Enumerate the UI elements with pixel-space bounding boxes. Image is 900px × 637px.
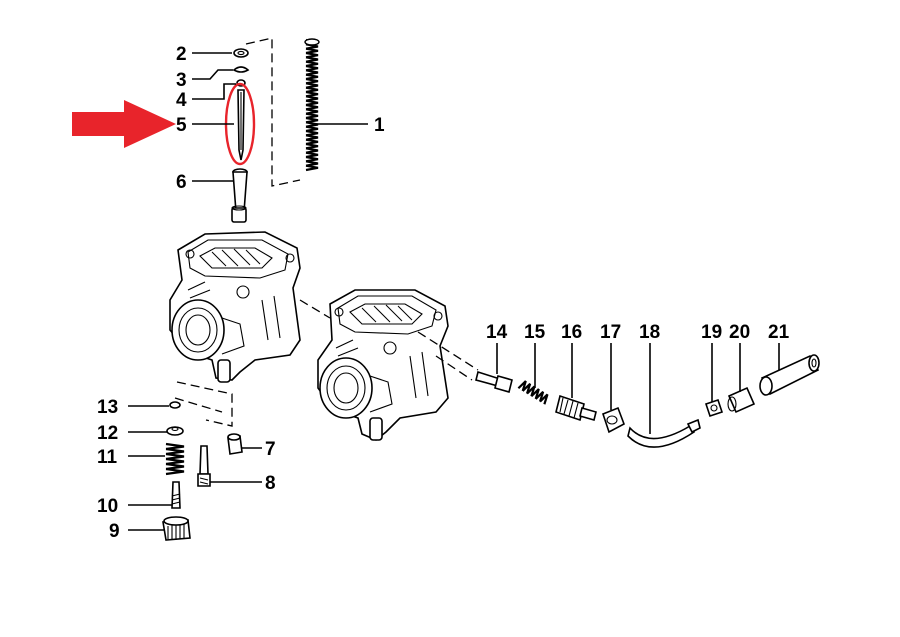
choke-assembly <box>475 354 820 448</box>
callout-14: 14 <box>486 322 508 343</box>
throttle-spring <box>304 38 320 172</box>
callout-6: 6 <box>176 172 187 193</box>
callout-8: 8 <box>265 473 276 494</box>
callout-11: 11 <box>97 447 118 468</box>
callout-18: 18 <box>639 322 660 343</box>
callout-21: 21 <box>768 322 790 343</box>
red-pointer-arrow <box>72 100 176 148</box>
carburetor-body-left <box>169 231 301 383</box>
callout-5: 5 <box>176 115 187 136</box>
callout-19: 19 <box>701 322 722 343</box>
callout-3: 3 <box>176 70 187 91</box>
pilot-screw-assembly <box>162 401 243 541</box>
callout-4: 4 <box>176 90 187 111</box>
leader-lines <box>128 52 780 531</box>
callout-16: 16 <box>561 322 582 343</box>
callout-10: 10 <box>97 496 118 517</box>
needle-assembly <box>231 48 250 223</box>
callout-2: 2 <box>176 44 187 65</box>
callout-7: 7 <box>265 439 276 460</box>
callout-1: 1 <box>374 115 385 136</box>
carburetor-body-right <box>317 289 449 441</box>
callout-17: 17 <box>600 322 621 343</box>
callout-13: 13 <box>97 397 118 418</box>
callout-20: 20 <box>729 322 750 343</box>
callout-15: 15 <box>524 322 546 343</box>
callout-9: 9 <box>109 521 120 542</box>
callout-12: 12 <box>97 423 118 444</box>
